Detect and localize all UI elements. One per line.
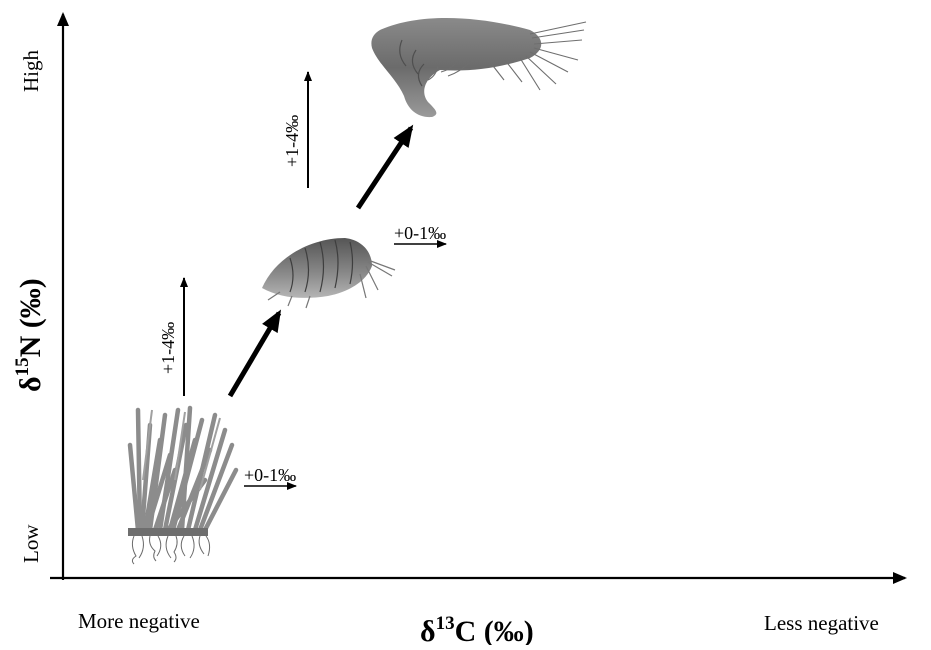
seagrass-icon — [127, 405, 239, 565]
y-axis-title: δ15N (‰) — [12, 278, 47, 392]
y-axis-high-label: High — [19, 50, 43, 93]
x-axis-low-label: More negative — [78, 609, 200, 633]
y-axis-low-label: Low — [19, 524, 43, 563]
x-axis-title: δ13C (‰) — [420, 613, 534, 645]
trophic-arrow-1 — [227, 309, 282, 398]
nitrogen-shift-label-1: +1-4‰ — [158, 322, 178, 374]
trophic-arrow-2 — [355, 124, 414, 210]
amphipod-icon — [262, 238, 396, 309]
carbon-shift-label-1: +0-1‰ — [244, 465, 296, 485]
nitrogen-shift-label-2: +1-4‰ — [282, 115, 302, 167]
x-axis-high-label: Less negative — [764, 611, 879, 635]
shrimp-icon — [371, 17, 587, 118]
carbon-shift-label-2: +0-1‰ — [394, 223, 446, 243]
